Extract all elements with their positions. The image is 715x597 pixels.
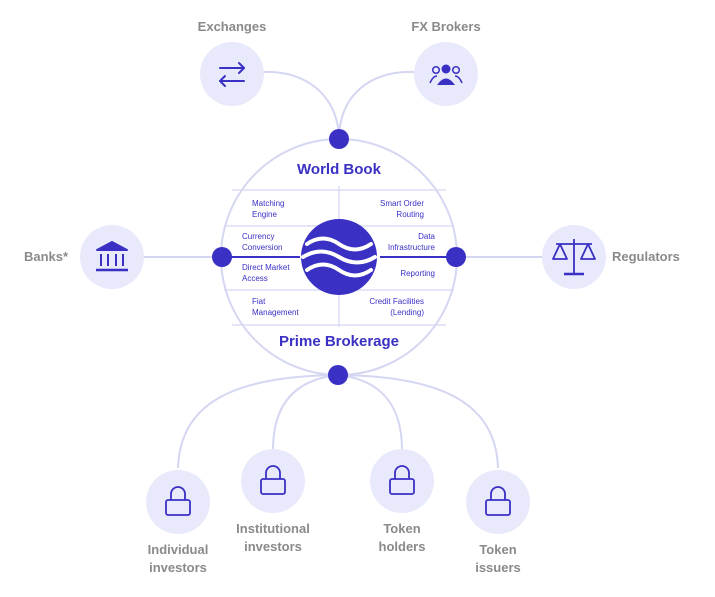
label-line-2: issuers (475, 560, 521, 575)
individual-investors-label: Individual investors (133, 541, 223, 577)
feature-currency-conversion: Currency Conversion (242, 231, 282, 253)
feature-line-2: Infrastructure (387, 243, 435, 252)
feature-matching-engine: Matching Engine (252, 198, 284, 220)
label-line-2: holders (378, 539, 426, 554)
institutional-investors-node[interactable] (241, 449, 305, 513)
lock-icon (165, 486, 191, 516)
lock-icon (260, 465, 286, 495)
feature-fiat-management: Fiat Management (252, 296, 299, 318)
feature-line-2: Management (252, 308, 299, 317)
world-book-title: World Book (297, 161, 381, 178)
token-issuers-node[interactable] (466, 470, 530, 534)
individual-investors-node[interactable] (146, 470, 210, 534)
regulators-node[interactable] (542, 225, 606, 289)
feature-line-1: Direct Market (242, 263, 290, 272)
dot-top (329, 129, 349, 149)
lock-icon (485, 486, 511, 516)
feature-line-1: Reporting (400, 269, 435, 278)
fx-brokers-label: FX Brokers (411, 19, 481, 34)
regulators-label: Regulators (612, 249, 680, 264)
lock-icon (389, 465, 415, 495)
connector-individual (177, 374, 339, 469)
feature-line-1: Smart Order (379, 199, 424, 208)
prime-brokerage-title: Prime Brokerage (278, 333, 400, 350)
exchange-arrows-icon (219, 62, 245, 87)
exchanges-node[interactable] (200, 42, 264, 106)
connector-fx-brokers (338, 70, 417, 139)
dot-bottom (328, 365, 348, 385)
token-holders-label: Token holders (367, 520, 437, 556)
feature-direct-market-access: Direct Market Access (242, 262, 290, 284)
connector-token-holders (337, 374, 403, 451)
wave-logo-icon (301, 219, 377, 295)
feature-smart-order-routing: Smart Order Routing (380, 198, 424, 220)
label-line-2: investors (244, 539, 302, 554)
token-issuers-label: Token issuers (463, 541, 533, 577)
label-line-1: Institutional (236, 521, 310, 536)
label-line-2: investors (149, 560, 207, 575)
feature-line-1: Credit Facilities (369, 297, 424, 306)
feature-data-infrastructure: Data Infrastructure (388, 231, 435, 253)
bank-building-icon (96, 241, 128, 272)
label-line-1: Individual (147, 542, 209, 557)
label-line-1: Token (383, 521, 421, 536)
banks-node[interactable] (80, 225, 144, 289)
feature-line-2: Routing (396, 210, 424, 219)
feature-line-1: Currency (242, 232, 275, 241)
people-group-icon (429, 64, 463, 85)
feature-line-2: Conversion (242, 243, 283, 252)
feature-credit-facilities: Credit Facilities (Lending) (369, 296, 424, 318)
exchanges-label: Exchanges (197, 19, 267, 34)
feature-line-2: Access (242, 274, 268, 283)
scales-icon (552, 239, 596, 276)
dot-left (212, 247, 232, 267)
institutional-investors-label: Institutional investors (228, 520, 318, 556)
connector-lines (144, 70, 543, 469)
feature-reporting: Reporting (400, 268, 435, 279)
connector-institutional (272, 374, 339, 451)
dot-right (446, 247, 466, 267)
feature-line-1: Data (418, 232, 435, 241)
connection-dots (212, 129, 466, 385)
feature-line-1: Fiat (252, 297, 266, 306)
feature-line-2: Engine (252, 210, 277, 219)
connector-exchanges (262, 70, 340, 139)
connector-token-issuers (337, 374, 499, 469)
feature-line-2: (Lending) (390, 308, 424, 317)
label-line-1: Token (479, 542, 517, 557)
fx-brokers-node[interactable] (414, 42, 478, 106)
banks-label: Banks* (24, 249, 69, 264)
feature-line-1: Matching (252, 199, 285, 208)
token-holders-node[interactable] (370, 449, 434, 513)
